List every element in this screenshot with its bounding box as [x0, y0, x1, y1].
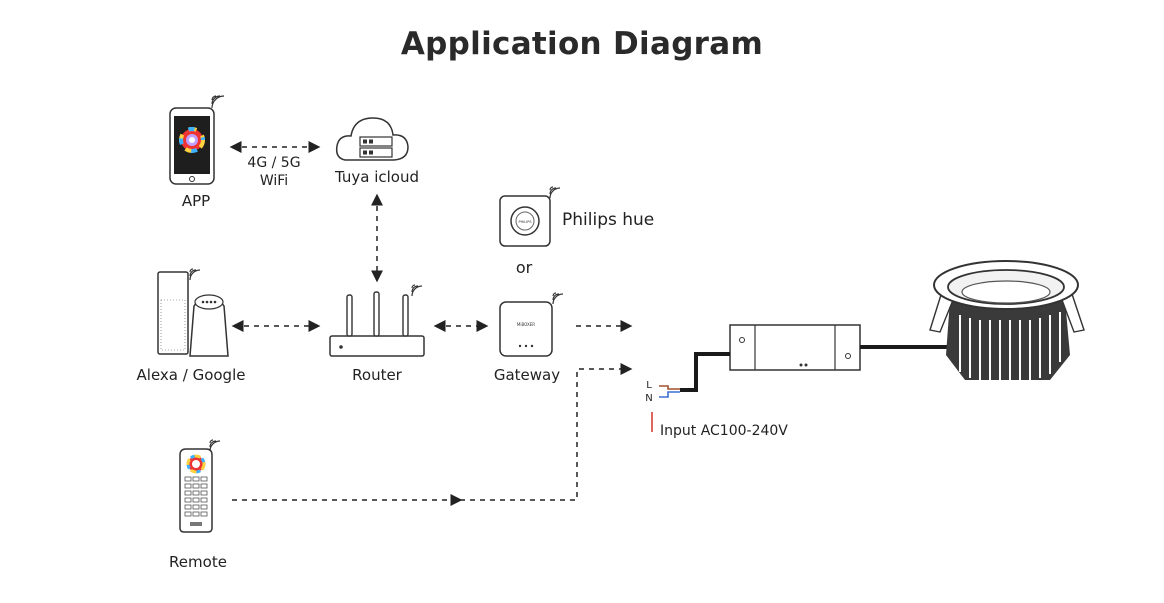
label-gateway: Gateway — [493, 366, 561, 384]
label-input: Input AC100-240V — [660, 423, 788, 439]
link-app-cloud-label: 4G / 5G WiFi — [236, 154, 312, 190]
link-remote-driver — [460, 363, 633, 501]
label-or: or — [515, 258, 533, 277]
input-wire — [680, 352, 730, 392]
label-cloud: Tuya icloud — [334, 168, 420, 186]
neutral-wire — [659, 391, 680, 398]
label-alexa: Alexa / Google — [136, 366, 246, 384]
philips-brand: PHILIPS — [518, 220, 532, 224]
label-router: Router — [352, 366, 402, 384]
led-driver-icon — [729, 324, 861, 371]
label-philips: Philips hue — [562, 210, 655, 230]
terminal-l: L — [646, 380, 652, 391]
live-wire — [659, 385, 680, 390]
downlight-icon — [929, 260, 1085, 380]
smart-speaker-icon — [157, 268, 229, 357]
link-label-line1: 4G / 5G — [247, 155, 301, 171]
link-label-line2: WiFi — [259, 173, 289, 189]
router-icon — [329, 284, 425, 357]
remote-icon — [179, 439, 221, 533]
connectors — [229, 141, 633, 506]
gateway-brand: MiBOXER — [517, 322, 535, 327]
terminal-n: N — [645, 393, 652, 404]
diagram-title: Application Diagram — [400, 26, 764, 62]
label-remote: Remote — [169, 553, 227, 571]
philips-hue-bridge-icon: PHILIPS — [499, 186, 561, 247]
phone-icon — [169, 95, 225, 185]
gateway-icon: MiBOXER — [499, 292, 564, 357]
label-app: APP — [181, 192, 211, 210]
cloud-icon — [335, 117, 409, 161]
